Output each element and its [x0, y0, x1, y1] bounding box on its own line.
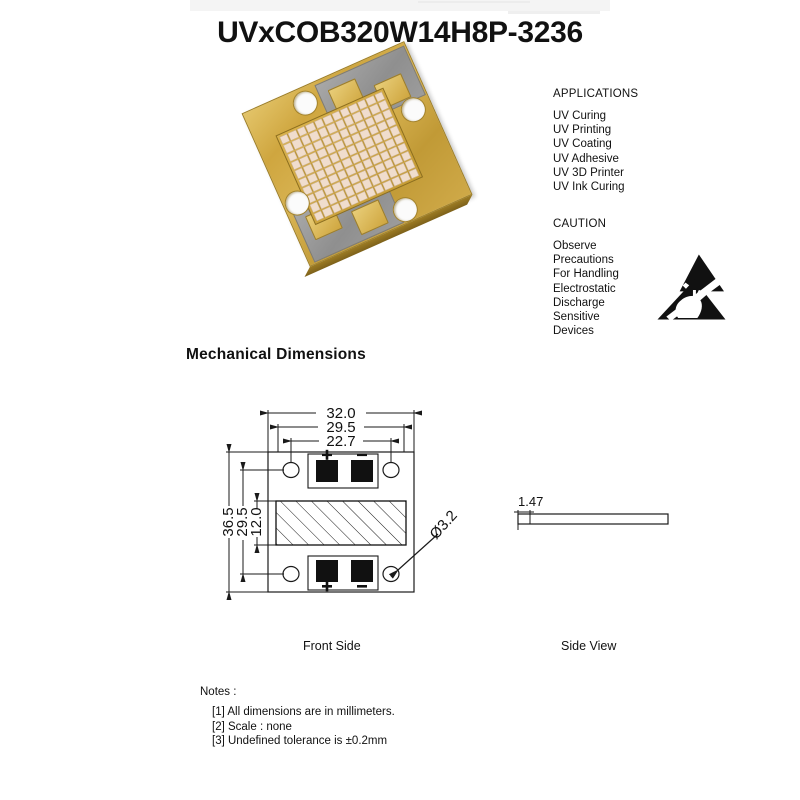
- application-item: UV Adhesive: [553, 152, 619, 165]
- caution-section: CAUTION Observe Precautions For Handling…: [553, 218, 726, 338]
- application-item: UV Ink Curing: [553, 181, 625, 194]
- dim-thickness: 1.47: [518, 494, 543, 509]
- cob-led-module-image: [241, 41, 473, 277]
- caution-line: Electrostatic: [553, 282, 616, 295]
- terminal-pads: [316, 460, 373, 582]
- side-profile-body: [517, 513, 669, 525]
- scan-artifact-line-b: [508, 11, 600, 14]
- notes-section: Notes : [1] All dimensions are in millim…: [200, 686, 530, 749]
- notes-heading: Notes :: [200, 686, 237, 698]
- dim-height-mid: 29.5: [234, 507, 251, 536]
- polarity-marks-top: [322, 449, 367, 460]
- application-item: UV 3D Printer: [553, 166, 624, 179]
- applications-heading: APPLICATIONS: [553, 88, 639, 100]
- note-item: [1] All dimensions are in millimeters.: [212, 706, 395, 718]
- dim-height-outer: 36.5: [220, 507, 237, 536]
- led-die: [408, 167, 420, 180]
- terminal-pad-negative-top: [351, 460, 373, 482]
- dim-width-outer: 32.0: [326, 405, 355, 422]
- side-view-drawing: 1.47: [514, 494, 669, 530]
- polarity-marks-bottom: [322, 581, 367, 592]
- dim-width-mid: 29.5: [326, 419, 355, 436]
- applications-section: APPLICATIONS UV Curing UV Printing UV Co…: [553, 88, 703, 194]
- dim-height-inner: 12.0: [248, 507, 265, 536]
- terminal-pad-positive-bottom: [316, 560, 338, 582]
- front-side-drawing: 32.0 29.5 22.7 36.5 29.5 12.0: [220, 405, 461, 600]
- application-item: UV Coating: [553, 138, 612, 151]
- scan-artifact-line-a: [418, 1, 530, 3]
- application-item: UV Printing: [553, 124, 612, 137]
- package-outline: [267, 451, 415, 593]
- side-view-caption: Side View: [561, 639, 617, 653]
- note-item: [2] Scale : none: [212, 720, 292, 733]
- terminal-pad-positive-top: [316, 460, 338, 482]
- caution-line: Observe Precautions: [553, 240, 614, 267]
- caution-line: Discharge: [553, 296, 605, 309]
- terminal-pad-negative-bottom: [351, 560, 373, 582]
- caution-line: Sensitive: [553, 311, 600, 324]
- dim-width-inner: 22.7: [326, 433, 355, 450]
- front-side-caption: Front Side: [303, 639, 361, 653]
- mechanical-dimensions-heading: Mechanical Dimensions: [186, 346, 366, 363]
- pad-island-bottom: [307, 555, 379, 591]
- product-photo: [232, 41, 482, 277]
- esd-sensitive-icon: [657, 254, 726, 321]
- note-item: [3] Undefined tolerance is ±0.2mm: [212, 735, 388, 747]
- application-item: UV Curing: [553, 110, 607, 122]
- emitting-area-hatch: [275, 500, 407, 546]
- caution-line: For Handling: [553, 268, 619, 281]
- caution-line: Devices: [553, 325, 594, 338]
- pad-island-top: [307, 453, 379, 489]
- scan-artifact-band: [190, 0, 610, 11]
- hole-callout-leader: [388, 533, 439, 579]
- caution-heading: CAUTION: [553, 218, 607, 230]
- caution-text-block: Observe Precautions For Handling Electro…: [553, 239, 645, 338]
- dim-hole-diameter: Ø3.2: [426, 507, 460, 543]
